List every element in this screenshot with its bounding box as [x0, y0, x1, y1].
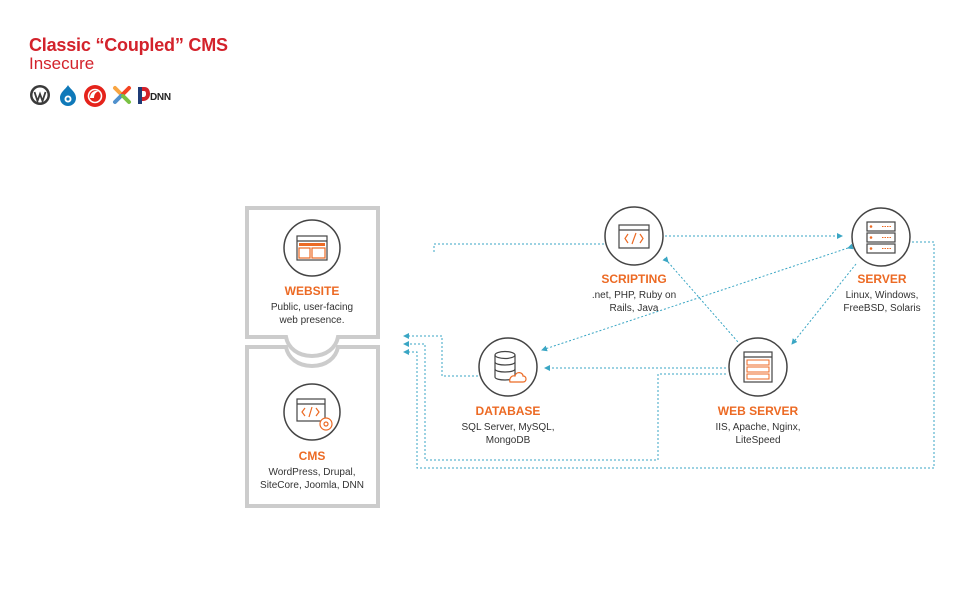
cms-node: [283, 383, 341, 441]
database-label: DATABASE: [475, 404, 541, 418]
database-desc-line-1: SQL Server, MySQL,: [461, 422, 555, 433]
website-desc-line-1: Public, user-facing: [270, 302, 354, 313]
coupled-frame: [245, 206, 380, 508]
connector-loop-database: [403, 333, 478, 377]
scripting-desc-line-1: .net, PHP, Ruby on: [591, 290, 677, 301]
scripting-desc-line-2: Rails, Java: [609, 303, 659, 314]
dnn-logo-icon: [138, 87, 150, 104]
code-window-icon: [618, 224, 650, 249]
page-subtitle: Insecure: [29, 54, 95, 73]
connector-server-database: [541, 243, 854, 352]
page-title: Classic “Coupled” CMS: [29, 35, 228, 55]
connector-server-webserver: [791, 263, 857, 345]
code-gear-icon: [296, 398, 333, 431]
webserver-desc-line-2: LiteSpeed: [735, 435, 781, 446]
server-rack-icon: [866, 221, 896, 254]
website-desc-line-2: web presence.: [279, 315, 345, 326]
cms-desc-line-2: SiteCore, Joomla, DNN: [260, 480, 364, 491]
joomla-logo-icon: [113, 86, 131, 104]
server-label: SERVER: [857, 272, 907, 286]
connector-lines: [403, 233, 935, 469]
webserver-node: [728, 337, 788, 397]
scripting-label: SCRIPTING: [601, 272, 667, 286]
dnn-wordmark: DNN: [150, 92, 171, 103]
server-desc-line-1: Linux, Windows,: [845, 290, 919, 301]
database-node: [478, 337, 538, 397]
connector-loop-scripting: [433, 243, 604, 254]
database-desc-line-2: MongoDB: [485, 435, 531, 446]
connector-loop-webserver: [403, 341, 726, 461]
sitecore-logo-icon: [84, 85, 106, 107]
cms-label: CMS: [298, 449, 326, 463]
browser-layout-icon: [296, 235, 328, 261]
website-label: WEBSITE: [284, 284, 340, 298]
server-node: [851, 207, 911, 267]
wordpress-logo-icon: [30, 85, 50, 105]
cms-desc-line-1: WordPress, Drupal,: [268, 467, 356, 478]
database-cloud-icon: [494, 350, 527, 383]
website-node: [283, 219, 341, 277]
webserver-desc-line-1: IIS, Apache, Nginx,: [715, 422, 801, 433]
server-desc-line-2: FreeBSD, Solaris: [843, 303, 921, 314]
scripting-node: [604, 206, 664, 266]
web-server-icon: [743, 351, 773, 383]
webserver-label: WEB SERVER: [717, 404, 799, 418]
drupal-logo-icon: [60, 85, 76, 106]
